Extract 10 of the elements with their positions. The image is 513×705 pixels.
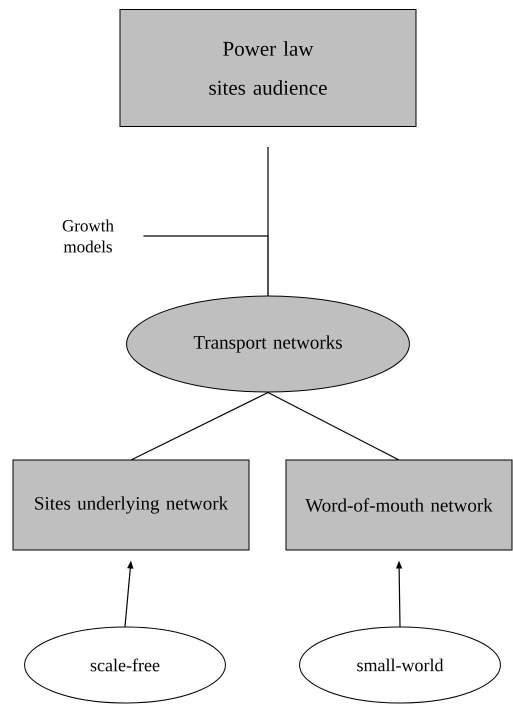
connector-line — [268, 392, 400, 461]
side-label: Growth models — [62, 220, 114, 252]
process-box: Word-of-mouth network — [286, 460, 512, 550]
process-box: Sites underlying network — [12, 460, 250, 550]
title-box: Power law sites audience — [120, 9, 416, 127]
connector-line — [130, 392, 268, 461]
oval-node: Transport networks — [126, 296, 410, 392]
oval-node: small-world — [299, 626, 501, 704]
connector-line — [144, 235, 269, 296]
oval-node: scale-free — [24, 626, 226, 704]
